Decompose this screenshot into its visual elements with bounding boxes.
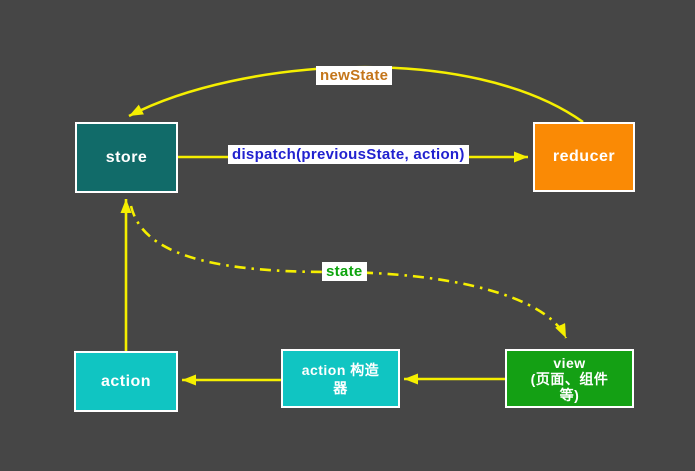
node-action-creator-label-line1: action 构造 bbox=[301, 361, 380, 378]
node-action: action bbox=[74, 351, 178, 412]
node-view-label-line2: (页面、组件 bbox=[530, 370, 609, 387]
newstate-edge-label: newState bbox=[316, 66, 393, 85]
node-view-label-line1: view bbox=[553, 354, 586, 371]
node-store: store bbox=[75, 122, 178, 193]
node-action-creator: action 构造 器 bbox=[281, 349, 400, 408]
state-edge-label: state bbox=[322, 262, 367, 281]
node-action-label: action bbox=[100, 372, 152, 390]
node-reducer: reducer bbox=[533, 122, 635, 192]
node-view: view (页面、组件 等) bbox=[505, 349, 634, 408]
node-action-creator-label-line2: 器 bbox=[333, 379, 348, 396]
node-view-label-line3: 等) bbox=[559, 386, 580, 403]
node-reducer-label: reducer bbox=[552, 148, 616, 165]
dispatch-edge-label: dispatch(previousState, action) bbox=[228, 145, 469, 164]
node-store-label: store bbox=[105, 148, 148, 166]
